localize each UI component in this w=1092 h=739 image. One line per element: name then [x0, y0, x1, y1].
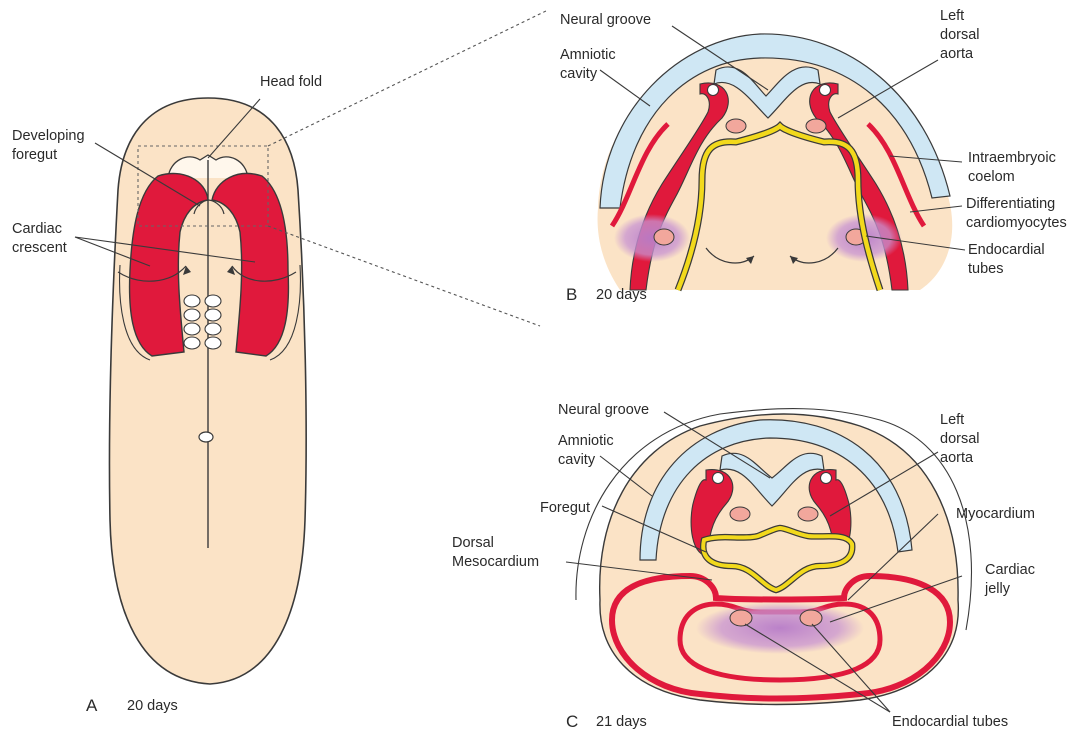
c-endocardial-right	[800, 610, 822, 626]
panel-b: Neural groove Amniotic cavity Left dorsa…	[560, 8, 1067, 304]
c-label-amniotic-1: Amniotic	[558, 433, 614, 449]
c-label-amniotic-2: cavity	[558, 452, 596, 468]
panel-b-letter: B	[566, 285, 577, 304]
panel-c-letter: C	[566, 712, 578, 731]
b-endocardial-left	[654, 229, 674, 245]
c-label-left-dorsal-aorta-1: Left	[940, 412, 964, 428]
b-label-amniotic-1: Amniotic	[560, 47, 616, 63]
b-label-endocardial-2: tubes	[968, 261, 1003, 277]
b-label-cardiomyocytes-2: cardiomyocytes	[966, 215, 1067, 231]
panel-a-age: 20 days	[127, 698, 178, 714]
c-endocardial-left	[730, 610, 752, 626]
c-label-foregut: Foregut	[540, 500, 590, 516]
c-label-cardiac-jelly-2: jelly	[984, 581, 1011, 597]
panel-b-age: 20 days	[596, 287, 647, 303]
b-label-left-dorsal-aorta-3: aorta	[940, 46, 974, 62]
c-label-left-dorsal-aorta-2: dorsal	[940, 431, 980, 447]
panel-c-age: 21 days	[596, 714, 647, 730]
label-head-fold: Head fold	[260, 74, 322, 90]
b-label-coelom-2: coelom	[968, 169, 1015, 185]
label-developing-foregut-2: foregut	[12, 147, 57, 163]
b-label-amniotic-2: cavity	[560, 66, 598, 82]
c-label-dorsal-mesocardium-2: Mesocardium	[452, 554, 539, 570]
c-label-endocardial-tubes: Endocardial tubes	[892, 714, 1008, 730]
b-label-coelom-1: Intraembryoic	[968, 150, 1056, 166]
label-cardiac-crescent-1: Cardiac	[12, 221, 62, 237]
c-label-neural-groove: Neural groove	[558, 402, 649, 418]
panel-a-letter: A	[86, 696, 98, 715]
panel-c: Neural groove Amniotic cavity Left dorsa…	[452, 402, 1035, 731]
b-cardiomyocytes-left	[614, 214, 690, 262]
b-label-cardiomyocytes-1: Differentiating	[966, 196, 1055, 212]
b-label-left-dorsal-aorta-2: dorsal	[940, 27, 980, 43]
c-label-cardiac-jelly-1: Cardiac	[985, 562, 1035, 578]
c-label-myocardium: Myocardium	[956, 506, 1035, 522]
label-cardiac-crescent-2: crescent	[12, 240, 67, 256]
b-label-endocardial-1: Endocardial	[968, 242, 1045, 258]
b-label-neural-groove: Neural groove	[560, 12, 651, 28]
label-developing-foregut-1: Developing	[12, 128, 85, 144]
c-cardiac-jelly	[696, 602, 864, 654]
panel-a: Head fold Developing foregut Cardiac cre…	[12, 74, 322, 715]
c-label-left-dorsal-aorta-3: aorta	[940, 450, 974, 466]
primitive-node	[199, 432, 213, 442]
b-label-left-dorsal-aorta-1: Left	[940, 8, 964, 24]
projection-bottom	[268, 226, 540, 326]
c-label-dorsal-mesocardium-1: Dorsal	[452, 535, 494, 551]
